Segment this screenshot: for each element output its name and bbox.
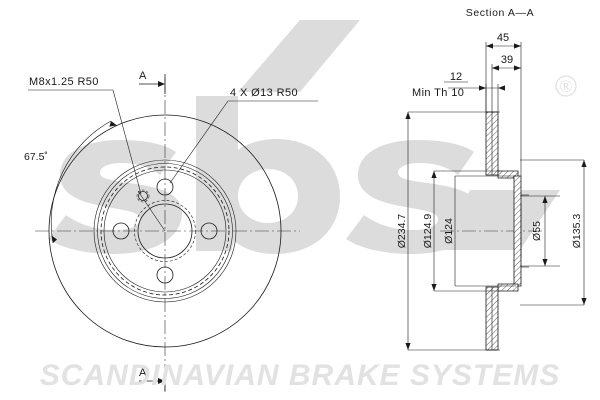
dim-bore-arrow-top	[542, 196, 548, 203]
dim-12-arrow-right	[498, 85, 505, 91]
section-marker-bottom: A	[139, 367, 166, 391]
dim-39-label: 39	[501, 54, 513, 66]
angle-arrow-end	[109, 121, 117, 127]
dim-od-label: Ø234.7	[396, 214, 408, 249]
bolt-hole-top	[156, 178, 174, 196]
brand-watermark	[48, 20, 560, 254]
dim-vent-arrow-top	[431, 171, 437, 178]
dim-center-bore: Ø55	[531, 196, 548, 266]
dim-45-arrow-right	[514, 43, 521, 49]
radius-leader-line	[137, 190, 166, 232]
dim-45-arrow-left	[486, 43, 493, 49]
dim-39-arrow-left	[492, 65, 499, 71]
dim-bore-label: Ø55	[531, 221, 543, 241]
threaded-hole-thread-circle	[136, 189, 150, 203]
dim-12-label: 12	[450, 71, 462, 83]
dim-pcd-arrow-top	[581, 160, 587, 167]
dim-pcd-label: Ø135.3	[571, 214, 583, 249]
bolt-hole-left	[112, 222, 130, 240]
angle-dimension-arc	[50, 120, 112, 244]
dim-vent-arrow-bottom	[431, 284, 437, 291]
section-view: Section A—A	[396, 7, 587, 351]
center-bore-circle	[137, 203, 193, 259]
dim-12-arrow-left	[479, 85, 486, 91]
angle-label: 67.5˚	[24, 151, 48, 163]
hub-flange-circle	[103, 169, 227, 293]
dim-pcd-arrow-bottom	[581, 298, 587, 305]
min-thickness-note: Min Th 10	[412, 87, 464, 99]
hole-note-leader	[169, 100, 229, 184]
dim-vent-label: Ø124.9	[422, 214, 434, 249]
dim-od-arrow-top	[405, 112, 411, 119]
footer-brand-text: SCANDINAVIAN BRAKE SYSTEMS	[40, 359, 561, 392]
rotor-hat-wall	[513, 175, 522, 287]
section-marker-bottom-arrow	[158, 378, 165, 384]
thread-note-leader	[112, 89, 142, 195]
dim-od-arrow-bottom	[405, 343, 411, 350]
section-marker-top-label: A	[139, 70, 147, 82]
dim-vent-diameter: Ø124.9	[422, 171, 437, 291]
dim-bore-arrow-bottom	[542, 259, 548, 266]
registered-mark-glyph: ®	[560, 77, 573, 96]
section-view-title: Section A—A	[466, 7, 534, 19]
dim-39-arrow-right	[514, 65, 521, 71]
section-marker-bottom-label: A	[139, 367, 147, 379]
front-view: 67.5˚ M8x1.25 R50 4 X Ø13 R50 A A	[24, 70, 318, 392]
friction-ring-inner-circle-2	[97, 163, 233, 299]
dim-overall-width: 45	[485, 32, 522, 176]
center-bore-chamfer-circle	[134, 200, 196, 262]
thread-note-label: M8x1.25 R50	[29, 76, 99, 88]
bolt-hole-bottom	[156, 266, 174, 284]
dim-outer-diameter: Ø234.7	[396, 112, 411, 350]
hole-note-label: 4 X Ø13 R50	[230, 87, 298, 99]
friction-ring-inner-circle	[93, 159, 237, 303]
dim-hub-flange-diameter: Ø124	[443, 176, 456, 286]
dim-hub-label: Ø124	[443, 218, 455, 244]
vent-hidden-circle	[100, 166, 230, 296]
registered-trademark-icon: ®	[555, 75, 577, 97]
dim-disc-thickness: 12	[444, 71, 505, 112]
section-marker-top-arrow	[158, 81, 165, 87]
dim-45-label: 45	[497, 32, 509, 44]
bolt-hole-right	[200, 222, 218, 240]
section-marker-top: A	[139, 70, 166, 94]
angle-arrow-start	[51, 235, 57, 243]
disc-outer-circle	[48, 114, 282, 348]
threaded-hole	[138, 191, 148, 201]
dim-pitch-circle: Ø135.3	[571, 160, 587, 305]
rotor-hat-lower-web	[497, 283, 519, 292]
